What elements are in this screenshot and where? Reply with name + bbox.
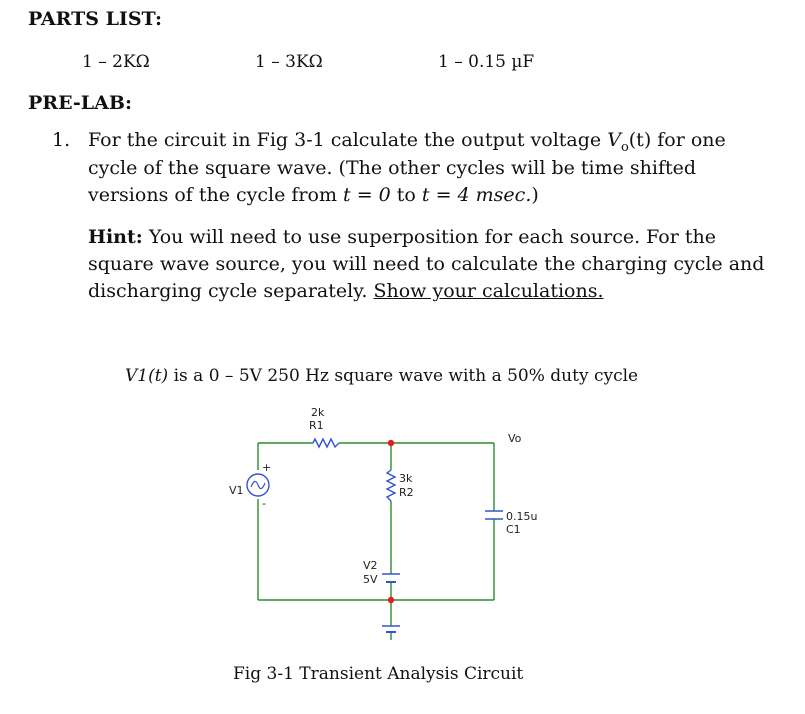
v1-name-label: V1 <box>229 484 244 497</box>
question-text: to <box>390 184 422 206</box>
bottom-node <box>387 596 395 604</box>
question-text: versions of the cycle from <box>88 184 344 206</box>
question-text: for one <box>651 129 726 151</box>
part-item-r2: 1 – 3KΩ <box>255 52 323 72</box>
vo-subscript: o <box>620 139 629 155</box>
show-calculations: Show your calculations. <box>373 280 604 302</box>
part-item-r1: 1 – 2KΩ <box>82 52 150 72</box>
hint-text: You will need to use superposition for e… <box>142 226 716 248</box>
r2-name-label: R2 <box>399 486 414 499</box>
r1-value-label: 2k <box>311 406 325 419</box>
vo-symbol: V <box>607 129 621 151</box>
vo-argument: (t) <box>628 129 652 151</box>
source-text: is a 0 – 5V 250 Hz square wave with a 50… <box>168 366 639 386</box>
hint-line-1: Hint: You will need to use superposition… <box>88 224 716 251</box>
circuit-wires <box>257 442 495 640</box>
hint-line-2: square wave source, you will need to cal… <box>88 253 765 275</box>
r2-resistor <box>385 469 397 502</box>
question-text: ) <box>531 184 539 206</box>
c1-value-label: 0.15u <box>506 510 537 523</box>
time-end: t = 4 msec. <box>421 184 532 206</box>
figure-caption: Fig 3-1 Transient Analysis Circuit <box>233 664 524 684</box>
time-start: t = 0 <box>343 184 391 206</box>
lower-cell-symbol <box>382 625 400 633</box>
v1-symbol: V1(t) <box>125 366 169 386</box>
top-node <box>387 439 395 447</box>
c1-capacitor <box>485 510 503 520</box>
r1-name-label: R1 <box>309 419 324 432</box>
hint-line-3: discharging cycle separately. Show your … <box>88 278 604 305</box>
source-description: V1(t) is a 0 – 5V 250 Hz square wave wit… <box>125 366 638 386</box>
v1-plus-label: + <box>262 461 271 474</box>
question-line-2: cycle of the square wave. (The other cyc… <box>88 157 697 179</box>
question-line-1: For the circuit in Fig 3-1 calculate the… <box>88 127 726 161</box>
question-line-3: versions of the cycle from t = 0 to t = … <box>88 182 539 209</box>
pre-lab-heading: PRE-LAB: <box>28 92 132 114</box>
v1-minus-label: - <box>262 497 266 510</box>
parts-list-heading: PARTS LIST: <box>28 8 163 30</box>
part-item-c1: 1 – 0.15 µF <box>438 52 535 72</box>
v2-battery <box>382 573 400 583</box>
c1-name-label: C1 <box>506 523 521 536</box>
v1-source <box>246 473 270 497</box>
vo-node-label: Vo <box>508 432 522 445</box>
question-text: For the circuit in Fig 3-1 calculate the… <box>88 129 608 151</box>
r2-value-label: 3k <box>399 472 413 485</box>
hint-label: Hint: <box>88 226 143 248</box>
r1-resistor <box>312 437 340 449</box>
question-number: 1. <box>52 129 71 151</box>
v2-value-label: 5V <box>363 573 378 586</box>
hint-text: discharging cycle separately. <box>88 280 374 302</box>
v2-name-label: V2 <box>363 559 378 572</box>
